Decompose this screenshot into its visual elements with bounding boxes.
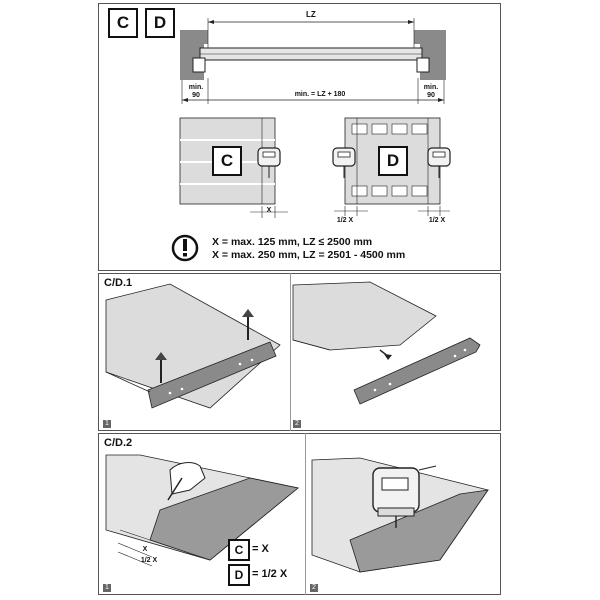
section-2-step-1: 1 <box>103 584 111 592</box>
section-2-half-x-dimension: 1/2 X <box>140 557 158 564</box>
x-dimension-label: X <box>266 207 272 214</box>
section-1-step-2: 2 <box>293 420 301 428</box>
min-right-value: 90 <box>427 92 435 99</box>
legend-d-value: = 1/2 X <box>252 568 288 580</box>
section-2-divider <box>305 433 306 595</box>
min-left-label: min. 90 <box>185 84 207 100</box>
section-1-step-1: 1 <box>103 420 111 428</box>
section-2-title: C/D.2 <box>104 437 133 449</box>
section-2-step-2: 2 <box>310 584 318 592</box>
total-dimension-label: min. = LZ + 180 <box>294 91 346 98</box>
min-left-value: 90 <box>192 92 200 99</box>
section-1-divider <box>290 273 291 431</box>
section-1-title: C/D.1 <box>104 277 133 289</box>
rule-line-2: X = max. 250 mm, LZ = 2501 - 4500 mm <box>212 249 406 261</box>
variant-d-badge: D <box>145 8 175 38</box>
rule-line-1: X = max. 125 mm, LZ ≤ 2500 mm <box>212 236 373 248</box>
lz-dimension-label: LZ <box>306 10 316 19</box>
legend-c-badge: C <box>228 539 250 561</box>
variant-c-badge: C <box>108 8 138 38</box>
half-x-left-label: 1/2 X <box>336 217 354 224</box>
panel-d-label: D <box>378 146 408 176</box>
panel-c-label: C <box>212 146 242 176</box>
min-right-text: min. <box>423 84 439 91</box>
min-left-text: min. <box>188 84 204 91</box>
min-right-label: min. 90 <box>420 84 442 100</box>
legend-d-badge: D <box>228 564 250 586</box>
section-2-x-dimension: X <box>142 546 148 553</box>
legend-c-value: = X <box>252 543 269 555</box>
half-x-right-label: 1/2 X <box>428 217 446 224</box>
